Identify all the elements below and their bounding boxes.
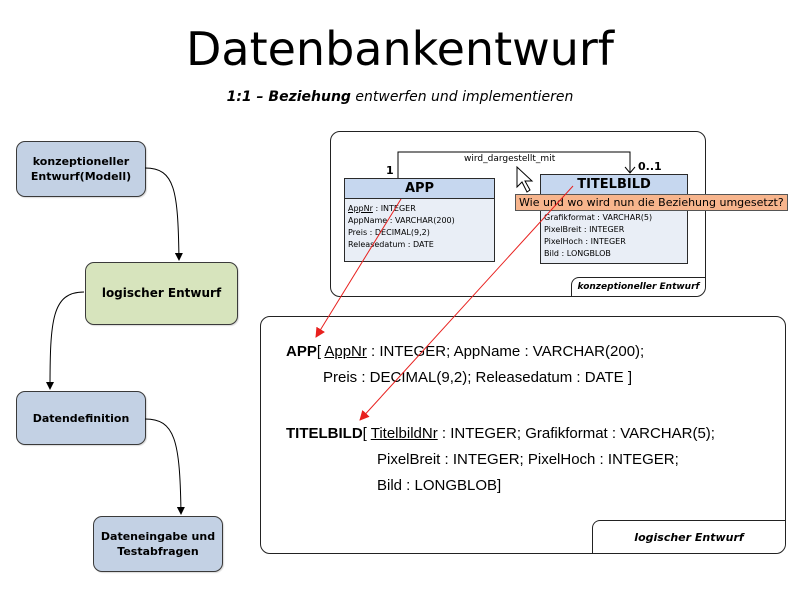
- relation-name: APP: [286, 343, 317, 360]
- primary-key: TitelbildNr: [370, 425, 438, 442]
- tooltip: Wie und wo wird nun die Beziehung umgese…: [515, 194, 788, 211]
- flow-step-label: konzeptioneller: [32, 155, 130, 168]
- entity-attribute: Preis : DECIMAL(9,2): [348, 228, 430, 237]
- subtitle-bold: 1:1 – Beziehung: [226, 89, 351, 105]
- flow-step-label: logischer Entwurf: [101, 286, 222, 300]
- entity-name: APP: [345, 179, 494, 199]
- entity-attribute: Grafikformat : VARCHAR(5): [544, 213, 653, 222]
- entity-attribute: AppNr : INTEGER: [348, 204, 416, 213]
- relation-app: APP[ AppNr : INTEGER; AppName : VARCHAR(…: [286, 343, 645, 386]
- cardinality-left: 1: [386, 164, 394, 177]
- relationship-label: wird_dargestellt_mit: [464, 154, 556, 164]
- page-title: Datenbankentwurf: [185, 22, 614, 76]
- entity-attribute: AppName : VARCHAR(200): [348, 216, 455, 225]
- logical-panel: logischer Entwurf: [260, 316, 786, 554]
- relation-titelbild: TITELBILD[ TitelbildNr : INTEGER; Grafik…: [286, 425, 715, 494]
- flow-step-label: Datendefinition: [32, 411, 130, 425]
- flow-step-label: Dateneingabe und: [100, 530, 216, 543]
- cardinality-right: 0..1: [638, 160, 662, 173]
- flow-step-logical[interactable]: logischer Entwurf: [85, 262, 238, 325]
- relation-name: TITELBILD: [286, 425, 363, 442]
- flow-step-label: Testabfragen: [117, 545, 199, 558]
- flow-step-label: Entwurf(Modell): [30, 170, 132, 183]
- subtitle: 1:1 – Beziehung entwerfen und implementi…: [0, 89, 800, 105]
- conceptual-panel-label: konzeptioneller Entwurf: [571, 277, 705, 296]
- entity-name: TITELBILD: [541, 175, 687, 195]
- logical-panel-label: logischer Entwurf: [592, 520, 785, 553]
- entity-titelbild[interactable]: TITELBILD Grafikformat : VARCHAR(5) Pixe…: [540, 174, 688, 264]
- entity-attribute: Bild : LONGBLOB: [544, 249, 611, 258]
- entity-app[interactable]: APP AppNr : INTEGER AppName : VARCHAR(20…: [344, 178, 495, 262]
- entity-attribute: PixelHoch : INTEGER: [544, 237, 626, 246]
- flow-arrow: [144, 167, 183, 261]
- primary-key: AppNr: [324, 343, 367, 360]
- entity-attribute: PixelBreit : INTEGER: [544, 225, 625, 234]
- flow-step-datadef[interactable]: Datendefinition: [16, 391, 146, 445]
- entity-attribute: Releasedatum : DATE: [348, 240, 434, 249]
- subtitle-rest: entwerfen und implementieren: [350, 89, 574, 105]
- flow-arrow: [144, 418, 185, 515]
- flow-arrow: [46, 291, 85, 390]
